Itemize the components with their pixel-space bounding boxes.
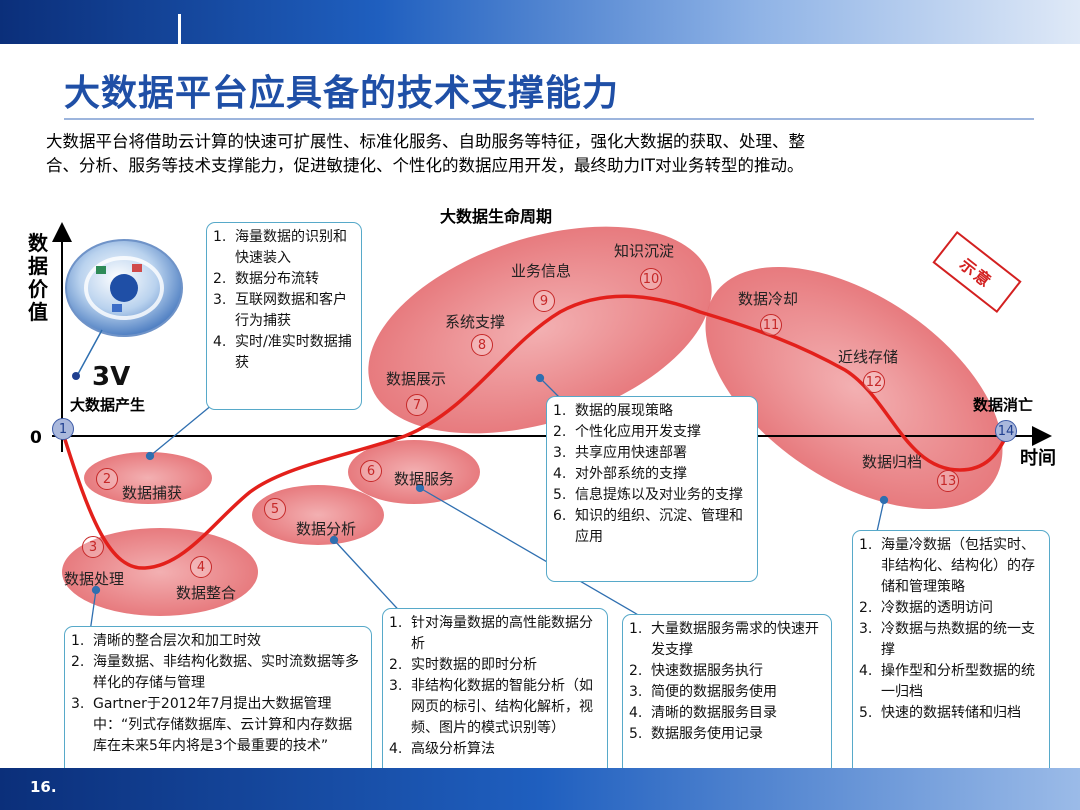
callout-item: 3.冷数据与热数据的统一支撑 <box>859 621 1035 658</box>
callout-item: 2.冷数据的透明访问 <box>859 600 993 616</box>
intro-paragraph: 大数据平台将借助云计算的快速可扩展性、标准化服务、自助服务等特征，强化大数据的获… <box>46 130 1036 178</box>
callout-pointers <box>89 373 889 633</box>
callout-item: 5.信息提炼以及对业务的支撑 <box>553 487 743 503</box>
stage-number: 12 <box>863 371 885 393</box>
callout-item: 3.共享应用快速部署 <box>553 445 687 461</box>
stage-number: 9 <box>533 290 555 312</box>
stage-number: 6 <box>360 460 382 482</box>
stage-number: 7 <box>406 394 428 416</box>
ellipse-capture <box>84 452 212 504</box>
bottom-banner <box>0 768 1080 810</box>
stage-number: 1 <box>52 418 74 440</box>
stage-label: 数据冷却 <box>738 290 799 308</box>
origin-label: 0 <box>30 428 42 448</box>
death-label: 数据消亡 <box>973 396 1034 414</box>
stage-label: 数据归档 <box>862 453 923 471</box>
callout-item: 2.快速数据服务执行 <box>629 663 763 679</box>
callout-presentation: 1.数据的展现策略 2.个性化应用开发支撑 3.共享应用快速部署 4.对外部系统… <box>546 396 758 582</box>
intro-line: 合、分析、服务等技术支撑能力，促进敏捷化、个性化的数据应用开发，最终助力IT对业… <box>46 156 804 175</box>
ellipse-presentation-knowledge <box>368 226 712 434</box>
callout-item: 2.数据分布流转 <box>213 271 319 287</box>
callout-item: 3.简便的数据服务使用 <box>629 684 777 700</box>
stage-label: 系统支撑 <box>445 313 506 331</box>
banner-divider <box>178 14 181 44</box>
stage-number: 3 <box>82 536 104 558</box>
stage-label: 数据捕获 <box>122 484 183 502</box>
three-v-pointer <box>77 329 103 375</box>
lifecycle-title: 大数据生命周期 <box>440 207 553 226</box>
callout-item: 3.Gartner于2012年7月提出大数据管理中：“列式存储数据库、云计算和内… <box>71 696 353 754</box>
stage-number: 14 <box>995 420 1017 442</box>
callout-capture: 1.海量数据的识别和快速装入 2.数据分布流转 3.互联网数据和客户行为捕获 4… <box>206 222 362 410</box>
title-divider <box>64 118 1034 120</box>
callout-item: 5.数据服务使用记录 <box>629 726 763 742</box>
stage-number: 11 <box>760 314 782 336</box>
stage-label: 数据整合 <box>176 584 237 602</box>
x-axis-label: 时间 <box>1020 448 1056 469</box>
callout-item: 2.实时数据的即时分析 <box>389 657 537 673</box>
stage-label: 数据服务 <box>394 470 455 488</box>
stage-number: 10 <box>640 268 662 290</box>
stage-number: 5 <box>264 498 286 520</box>
callout-item: 5.快速的数据转储和归档 <box>859 705 1021 721</box>
callout-item: 1.数据的展现策略 <box>553 403 673 419</box>
callout-item: 1.海量数据的识别和快速装入 <box>213 229 347 266</box>
callout-item: 3.非结构化数据的智能分析（如网页的标引、结构化解析，视频、图片的模式识别等） <box>389 678 593 736</box>
callout-item: 3.互联网数据和客户行为捕获 <box>213 292 347 329</box>
callout-item: 4.高级分析算法 <box>389 741 495 757</box>
page-title: 大数据平台应具备的技术支撑能力 <box>64 73 620 114</box>
callout-processing: 1.清晰的整合层次和加工时效 2.海量数据、非结构化数据、实时流数据等多样化的存… <box>64 626 372 796</box>
three-v-disc <box>65 239 183 337</box>
intro-line: 大数据平台将借助云计算的快速可扩展性、标准化服务、自助服务等特征，强化大数据的获… <box>46 132 805 151</box>
stage-label: 数据处理 <box>64 570 125 588</box>
stage-number: 8 <box>471 334 493 356</box>
page-number: 16. <box>30 778 57 796</box>
callout-item: 1.针对海量数据的高性能数据分析 <box>389 615 593 652</box>
ellipse-service <box>348 440 480 504</box>
callout-item: 4.实时/准实时数据捕获 <box>213 334 352 371</box>
callout-item: 2.个性化应用开发支撑 <box>553 424 701 440</box>
callout-item: 4.操作型和分析型数据的统一归档 <box>859 663 1035 700</box>
callout-item: 4.对外部系统的支撑 <box>553 466 687 482</box>
callout-item: 1.海量冷数据（包括实时、非结构化、结构化）的存储和管理策略 <box>859 537 1035 595</box>
stage-label: 数据分析 <box>296 520 357 538</box>
y-axis-label: 数据价值 <box>28 231 48 324</box>
stage-label: 业务信息 <box>511 262 572 280</box>
birth-label: 大数据产生 <box>70 396 146 414</box>
callout-item: 6.知识的组织、沉淀、管理和应用 <box>553 508 743 545</box>
callout-item: 1.大量数据服务需求的快速开发支撑 <box>629 621 819 658</box>
callout-item: 2.海量数据、非结构化数据、实时流数据等多样化的存储与管理 <box>71 654 359 691</box>
callout-item: 1.清晰的整合层次和加工时效 <box>71 633 261 649</box>
stage-number: 4 <box>190 556 212 578</box>
callout-service: 1.大量数据服务需求的快速开发支撑 2.快速数据服务执行 3.简便的数据服务使用… <box>622 614 832 776</box>
stage-number: 2 <box>96 468 118 490</box>
three-v-label: 3V <box>92 362 131 392</box>
stage-label: 数据展示 <box>386 370 447 388</box>
value-curve <box>60 294 1010 570</box>
stage-label: 知识沉淀 <box>614 242 675 260</box>
callout-analysis: 1.针对海量数据的高性能数据分析 2.实时数据的即时分析 3.非结构化数据的智能… <box>382 608 608 798</box>
stage-label: 近线存储 <box>838 348 899 366</box>
callout-archive: 1.海量冷数据（包括实时、非结构化、结构化）的存储和管理策略 2.冷数据的透明访… <box>852 530 1050 778</box>
stage-number: 13 <box>937 470 959 492</box>
top-banner <box>0 0 1080 44</box>
callout-item: 4.清晰的数据服务目录 <box>629 705 777 721</box>
three-v-dot <box>72 372 80 380</box>
ellipse-analysis <box>252 485 384 545</box>
